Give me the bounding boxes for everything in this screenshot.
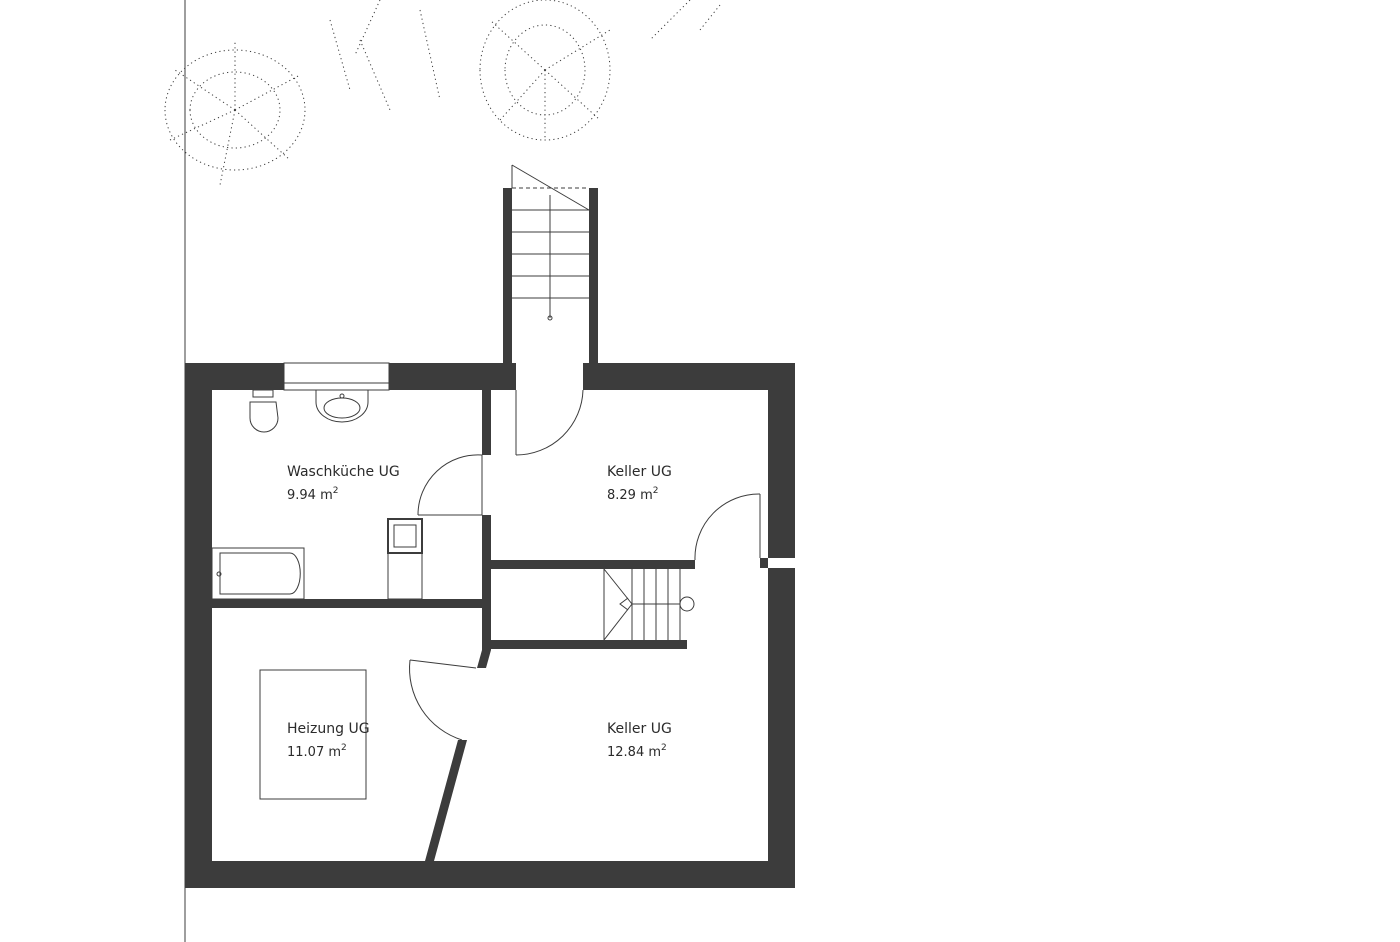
room-area: 11.07 m2 [287, 743, 347, 760]
boiler-icon [259, 669, 367, 800]
room-keller-2: Keller UG 12.84 m2 [607, 721, 672, 760]
tree-icon [164, 40, 306, 186]
room-name: Heizung UG [287, 721, 370, 737]
room-area: 8.29 m2 [607, 486, 658, 503]
stair-icon [511, 164, 590, 321]
room-name: Waschküche UG [287, 464, 400, 480]
door [409, 659, 477, 741]
tree-icon [479, 0, 611, 141]
room-keller-1: Keller UG 8.29 m2 [607, 464, 672, 503]
outer-walls [185, 363, 795, 888]
bathtub-icon [211, 547, 305, 600]
room-area: 12.84 m2 [607, 743, 667, 760]
stair-icon [603, 568, 695, 641]
room-name: Keller UG [607, 464, 672, 480]
door [417, 454, 483, 516]
tree-icon [329, 0, 721, 111]
door [515, 389, 584, 456]
washbasin-icon [315, 389, 369, 423]
interior-walls [212, 390, 768, 861]
toilet-icon [249, 389, 279, 433]
appliance-icon [387, 518, 423, 600]
room-heizung: Heizung UG 11.07 m2 [287, 721, 370, 760]
room-name: Keller UG [607, 721, 672, 737]
room-area: 9.94 m2 [287, 486, 338, 503]
window [283, 362, 390, 391]
door [694, 493, 761, 561]
room-waschkueche: Waschküche UG 9.94 m2 [287, 464, 400, 503]
